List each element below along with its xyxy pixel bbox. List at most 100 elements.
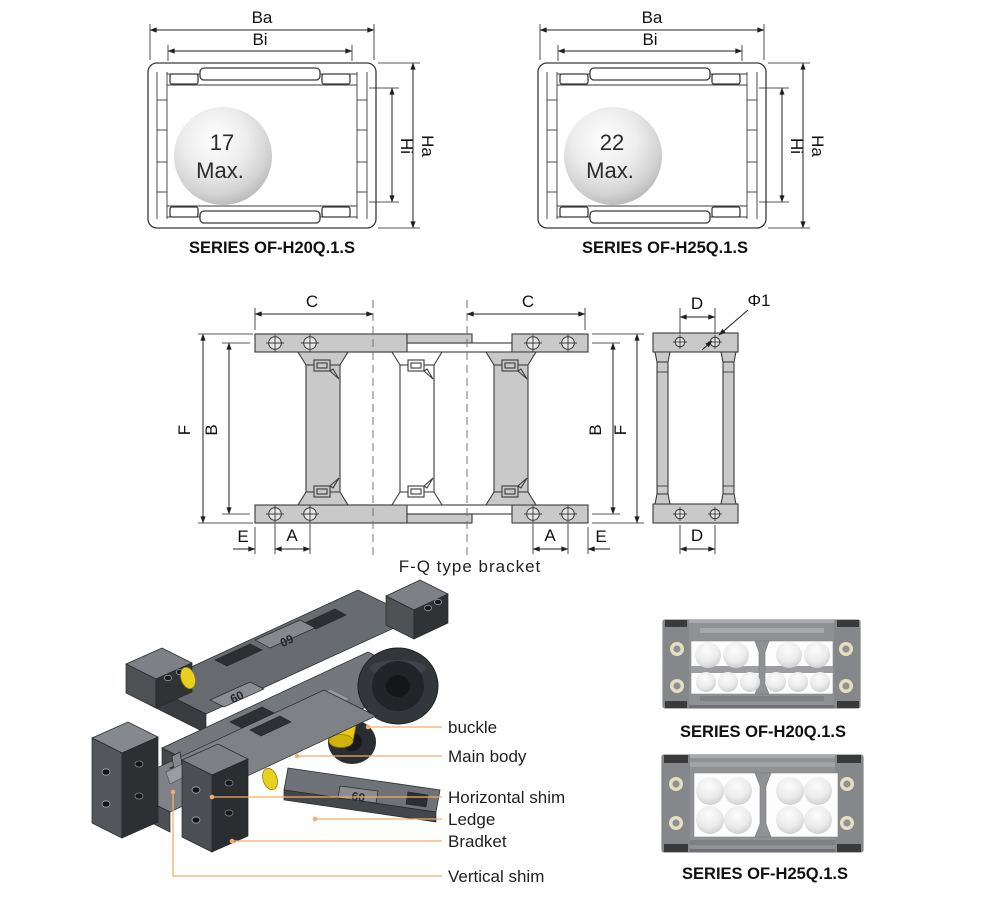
link-plate-middle xyxy=(391,351,443,506)
iso-drum-hub xyxy=(386,675,410,697)
end-block xyxy=(663,620,689,708)
rail-detail xyxy=(700,696,824,701)
iso-slot xyxy=(249,715,292,737)
dim-c-right: C xyxy=(466,292,586,330)
part-marking-60: 60 xyxy=(277,631,295,649)
end-plate-bottom xyxy=(652,503,739,524)
dim-label-ba: Ba xyxy=(642,8,663,27)
iso-corner-post xyxy=(385,579,449,640)
dim-e-a-left: E A xyxy=(233,524,311,554)
dim-label-ha: Ha xyxy=(418,135,437,157)
svg-text:B: B xyxy=(202,424,221,435)
dim-label-ha: Ha xyxy=(808,135,827,157)
end-cap xyxy=(664,844,688,852)
dim-label-hi: Hi xyxy=(787,138,806,154)
svg-text:F: F xyxy=(611,425,630,435)
corner-ring xyxy=(669,816,683,830)
dim-label-bi: Bi xyxy=(252,30,267,49)
callout-label-buckle: buckle xyxy=(448,718,497,737)
photo-caption-h25: SERIES OF-H25Q.1.S xyxy=(682,865,848,883)
corner-ring xyxy=(669,777,683,791)
dim-c-left: C xyxy=(254,292,374,330)
cable-bundle-top xyxy=(695,642,830,668)
callout-label-bracket: Bradket xyxy=(448,832,507,851)
svg-text:F: F xyxy=(175,425,194,435)
dim-label-hi: Hi xyxy=(397,138,416,154)
front-view-caption: F-Q type bracket xyxy=(399,557,542,576)
iso-corner-post xyxy=(91,721,159,839)
dim-f-left: F xyxy=(175,333,253,524)
svg-text:C: C xyxy=(306,292,318,311)
link-plate-right xyxy=(485,351,537,506)
svg-text:Φ1: Φ1 xyxy=(747,291,770,310)
corner-ring xyxy=(840,816,854,830)
iso-marking-plate xyxy=(209,681,265,708)
end-column-left xyxy=(654,351,671,505)
end-block xyxy=(834,620,860,708)
svg-text:C: C xyxy=(522,292,534,311)
svg-text:D: D xyxy=(691,294,703,313)
dim-d-bottom: D xyxy=(679,525,716,554)
yellow-pin xyxy=(180,666,196,690)
series-caption-h20: SERIES OF-H20Q.1.S xyxy=(189,239,355,257)
dim-f-right: F xyxy=(592,333,644,524)
rail-detail xyxy=(690,762,835,767)
end-block xyxy=(835,755,863,852)
dim-d-top: D xyxy=(679,294,716,334)
cross-section-h20: 17 Max. Ba Bi Hi Ha SERIES OF-H20Q.1.S xyxy=(148,8,437,257)
flange-extension-top-left xyxy=(406,333,473,344)
bracket-front-view: C C F B B F E A xyxy=(175,292,644,576)
end-cap xyxy=(665,701,687,708)
dim-label-ba: Ba xyxy=(252,8,273,27)
cable-bundle-bottom xyxy=(696,672,830,692)
dim-label-bi: Bi xyxy=(642,30,657,49)
end-block xyxy=(662,755,690,852)
svg-text:E: E xyxy=(237,527,248,546)
end-cap xyxy=(837,844,861,852)
svg-text:A: A xyxy=(286,526,298,545)
corner-ring xyxy=(839,679,853,693)
cable-sphere xyxy=(564,107,662,205)
end-cap xyxy=(837,620,859,627)
max-cable-diameter-value: 22 xyxy=(600,130,624,155)
corner-ring xyxy=(840,777,854,791)
cable-sphere xyxy=(174,107,272,205)
photo-view-h20: SERIES OF-H20Q.1.S xyxy=(662,619,861,741)
end-plate-top xyxy=(652,332,739,353)
end-cap xyxy=(837,755,861,763)
end-cap xyxy=(664,755,688,763)
callout-label-horizontal-shim: Horizontal shim xyxy=(448,788,565,807)
iso-corner-post xyxy=(181,743,249,853)
dim-b-left: B xyxy=(202,342,250,515)
iso-marking-plate xyxy=(254,619,316,649)
rail-detail xyxy=(700,628,824,633)
frame-shadow xyxy=(663,705,860,708)
center-divider xyxy=(754,640,770,695)
iso-ledge-arm: 60 xyxy=(283,767,441,823)
frame-highlight xyxy=(662,755,863,758)
photo-caption-h20: SERIES OF-H20Q.1.S xyxy=(680,723,846,741)
rail-detail xyxy=(690,840,835,845)
end-cap xyxy=(665,620,687,627)
svg-text:A: A xyxy=(544,526,556,545)
dim-a-e-right: A E xyxy=(532,524,610,554)
photo-view-h25: SERIES OF-H25Q.1.S xyxy=(661,754,864,883)
dim-phi1: Φ1 xyxy=(701,291,771,351)
end-column-right xyxy=(720,351,737,505)
corner-ring xyxy=(670,642,684,656)
link-plate-left xyxy=(297,351,349,506)
frame-shadow xyxy=(662,849,863,852)
bracket-end-view: D Φ1 D xyxy=(652,291,771,554)
iso-slot xyxy=(214,643,263,667)
max-cable-diameter-value: 17 xyxy=(210,130,234,155)
callout-label-main-body: Main body xyxy=(448,747,527,766)
series-caption-h25: SERIES OF-H25Q.1.S xyxy=(582,239,748,257)
dim-b-right: B xyxy=(586,342,620,515)
center-divider xyxy=(754,772,772,838)
max-cable-qualifier: Max. xyxy=(196,158,244,183)
corner-ring xyxy=(839,642,853,656)
corner-ring xyxy=(670,679,684,693)
flange-extension-bottom-left xyxy=(406,513,473,524)
